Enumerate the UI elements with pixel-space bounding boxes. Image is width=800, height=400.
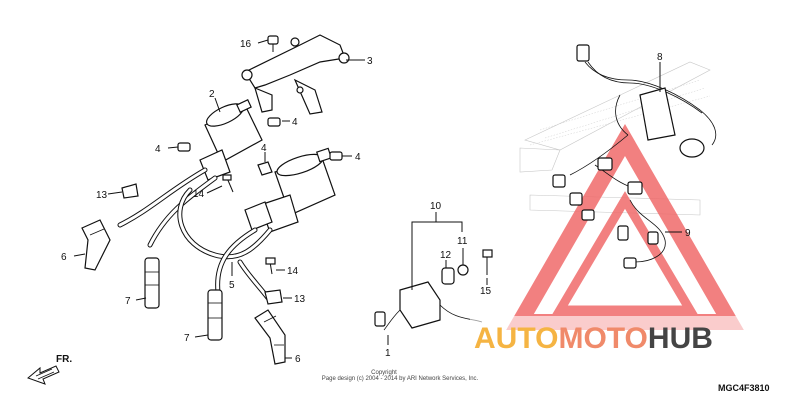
ignition-coil-lower [244, 147, 336, 233]
clip-4b [267, 117, 281, 127]
callout-13-a: 13 [96, 190, 108, 201]
front-direction-arrow: FR. [27, 354, 72, 385]
front-marker-label: FR. [56, 354, 72, 365]
callout-6-a: 6 [61, 252, 67, 263]
callout-4-b: 4 [292, 117, 298, 128]
callout-6-b: 6 [295, 354, 301, 365]
callout-13-b: 13 [294, 294, 306, 305]
brand-hub: HUB [648, 322, 713, 355]
svg-text:AUTOMOTOHUB: AUTOMOTOHUB [474, 322, 713, 355]
brand-watermark: AUTOMOTOHUB [470, 316, 800, 358]
callout-11: 11 [457, 236, 468, 247]
callouts: 16 3 2 4 4 4 4 13 14 6 14 5 13 7 7 6 10 … [61, 39, 691, 365]
band-13b [264, 289, 283, 305]
callout-4-a: 4 [155, 144, 161, 155]
clip-4c [257, 161, 273, 176]
callout-12: 12 [440, 250, 452, 261]
control-unit [374, 281, 483, 331]
callout-16: 16 [240, 39, 252, 50]
clip-4d [329, 151, 343, 161]
bolt-14b [265, 257, 276, 275]
leader-lines [73, 39, 682, 359]
bolt-15 [482, 249, 493, 275]
rubber-mount-12 [441, 267, 455, 285]
callout-7-b: 7 [184, 333, 190, 344]
plug-cap-mid-left [144, 257, 160, 309]
clip-4a [177, 142, 191, 152]
flange-bolt [267, 35, 279, 52]
grommet [290, 37, 300, 47]
callout-5: 5 [229, 280, 235, 291]
callout-1: 1 [385, 348, 391, 359]
callout-9: 9 [685, 228, 691, 239]
wire-harness-main [552, 44, 717, 221]
callout-7-a: 7 [125, 296, 131, 307]
diagram-code: MGC4F3810 [718, 383, 770, 393]
band-13a [121, 183, 139, 199]
callout-10: 10 [430, 201, 442, 212]
wing-logo-hatch [519, 61, 711, 216]
ignition-coil-upper [199, 99, 263, 181]
callout-3: 3 [367, 56, 373, 67]
copyright-line-2: Page design (c) 2004 - 2014 by ARI Netwo… [322, 376, 479, 382]
collar-11 [457, 264, 469, 276]
callout-14-a: 14 [193, 189, 205, 200]
ignition-coil-bracket [241, 34, 350, 115]
copyright-line-1: Copyright [371, 370, 397, 376]
callout-2: 2 [209, 89, 215, 100]
callout-8: 8 [657, 52, 663, 63]
callout-4-c: 4 [261, 143, 267, 154]
brand-auto: AUTO [474, 322, 558, 355]
brand-moto: MOTO [558, 322, 647, 355]
plug-cap-mid-right [207, 289, 223, 341]
plug-cap-right [254, 309, 286, 365]
callout-4-d: 4 [355, 152, 361, 163]
bolt-14a [222, 174, 234, 193]
wire-harness-sub [594, 157, 666, 269]
plug-cap-left [81, 219, 111, 271]
callout-15: 15 [480, 286, 492, 297]
callout-14-b: 14 [287, 266, 299, 277]
